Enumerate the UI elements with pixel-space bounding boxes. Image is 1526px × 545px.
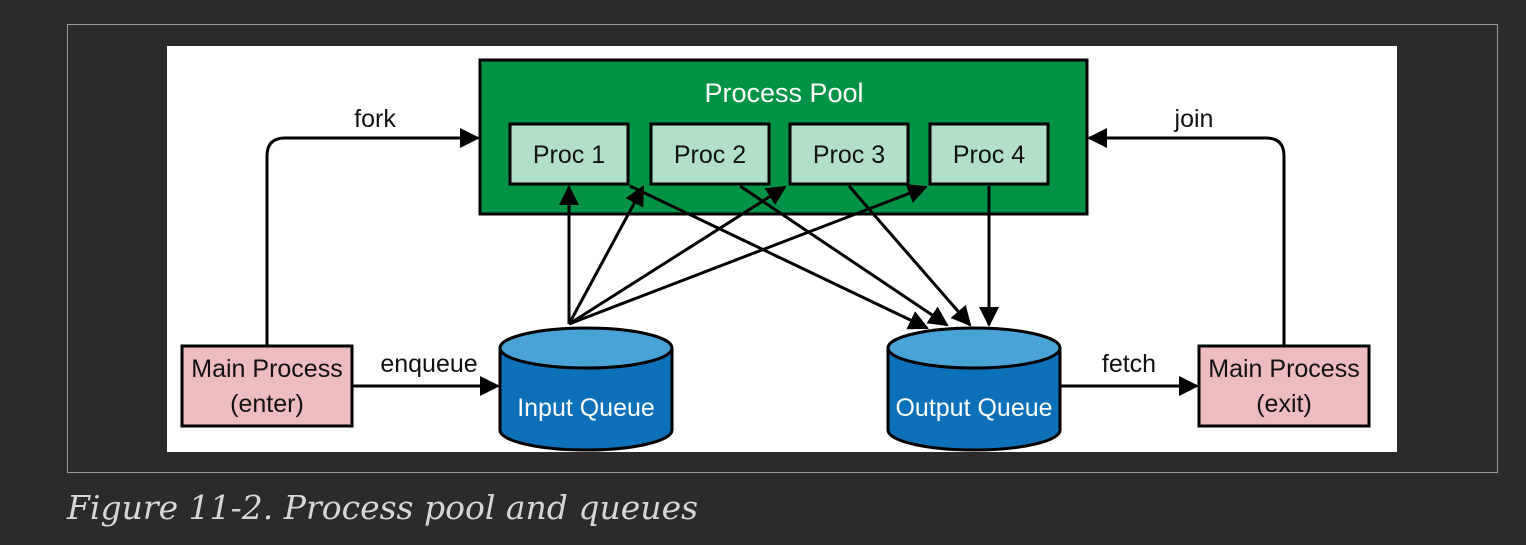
output-queue: Output Queue [886,326,1062,452]
main-enter-line1: Main Process [191,355,342,383]
fetch-edge: fetch [1061,350,1199,396]
proc-label-4: Proc 4 [953,141,1025,169]
figure-caption: Figure 11-2. Process pool and queues [67,488,699,527]
process-pool-title: Process Pool [704,78,863,108]
main-process-exit: Main Process (exit) [1197,344,1371,428]
output-queue-label: Output Queue [895,394,1052,422]
proc3-to-output-arrow [847,185,972,327]
input-to-proc4-arrow [568,184,928,326]
input-to-proc3-arrow [568,185,787,326]
proc-box-1: Proc 1 [508,122,630,186]
main-exit-line2: (exit) [1256,390,1312,418]
enqueue-edge: enqueue [353,350,500,396]
proc-label-2: Proc 2 [674,141,746,169]
proc-box-3: Proc 3 [788,122,910,186]
diagram: Process Pool Proc 1 Proc 2 Proc 3 Proc 4 [167,46,1397,452]
fetch-label: fetch [1102,350,1156,378]
main-enter-line2: (enter) [230,390,304,418]
proc-box-2: Proc 2 [649,122,771,186]
proc1-to-output-arrow [629,184,929,330]
join-label: join [1174,105,1214,133]
proc-label-1: Proc 1 [533,141,605,169]
proc-box-4: Proc 4 [928,122,1050,186]
input-to-procs-edges [559,184,928,326]
main-exit-line1: Main Process [1208,355,1359,383]
input-to-proc2-arrow [567,185,645,325]
fork-edge: fork [265,105,480,346]
proc2-to-output-arrow [739,184,949,327]
figure-frame [67,24,1498,473]
fork-label: fork [354,105,396,133]
proc-label-3: Proc 3 [813,141,885,169]
input-queue: Input Queue [498,326,674,452]
enqueue-label: enqueue [380,350,477,378]
main-process-enter: Main Process (enter) [180,344,354,428]
join-edge: join [1087,105,1286,346]
input-queue-label: Input Queue [517,394,655,422]
procs-to-output-edges [629,184,999,330]
